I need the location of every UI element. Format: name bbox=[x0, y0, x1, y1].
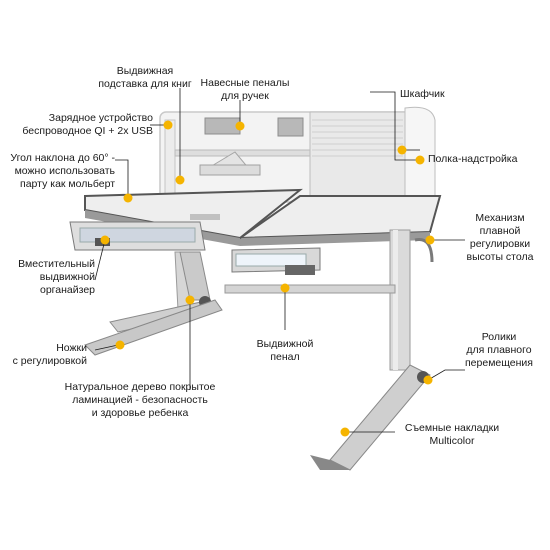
dot-wood bbox=[185, 295, 195, 305]
dot-book-stand bbox=[175, 175, 185, 185]
dot-shelf bbox=[397, 145, 407, 155]
dot-cabinet bbox=[415, 155, 425, 165]
dot-tilt bbox=[123, 193, 133, 203]
callout-charger: Зарядное устройство беспроводное QI + 2x… bbox=[22, 112, 153, 137]
callout-pads: Съемные накладки Multicolor bbox=[404, 422, 500, 447]
dot-pencil-cases bbox=[235, 121, 245, 131]
callout-shelf: Полка-надстройка bbox=[428, 153, 518, 165]
callout-casters: Ролики для плавного перемещения bbox=[465, 331, 533, 369]
left-desktop bbox=[69, 188, 303, 251]
superstructure bbox=[159, 106, 436, 206]
callout-book-stand: Выдвижная подставка для книг bbox=[98, 65, 192, 90]
accent-dots bbox=[100, 120, 435, 437]
callout-wood: Натуральное дерево покрытое ламинацией -… bbox=[64, 381, 216, 419]
leader-lines bbox=[94, 88, 465, 433]
dot-drawer bbox=[280, 283, 290, 293]
dot-organizer bbox=[100, 235, 110, 245]
dot-mechanism bbox=[425, 235, 435, 245]
callout-tilt: Угол наклона до 60° - можно использовать… bbox=[10, 152, 115, 190]
dot-pads bbox=[340, 427, 350, 437]
callout-mechanism: Механизм плавной регулировки высоты стол… bbox=[466, 212, 534, 263]
dot-casters bbox=[423, 375, 433, 385]
callout-pencil-cases: Навесные пеналы для ручек bbox=[200, 77, 290, 102]
callout-drawer: Выдвижной пенал bbox=[256, 338, 314, 363]
right-desktop bbox=[231, 195, 442, 275]
dot-charger bbox=[163, 120, 173, 130]
callout-cabinet: Шкафчик bbox=[400, 88, 445, 100]
callout-organizer: Вместительный выдвижной органайзер bbox=[18, 258, 95, 296]
callout-legs: Ножки с регулировкой bbox=[12, 342, 87, 367]
dot-legs bbox=[115, 340, 125, 350]
